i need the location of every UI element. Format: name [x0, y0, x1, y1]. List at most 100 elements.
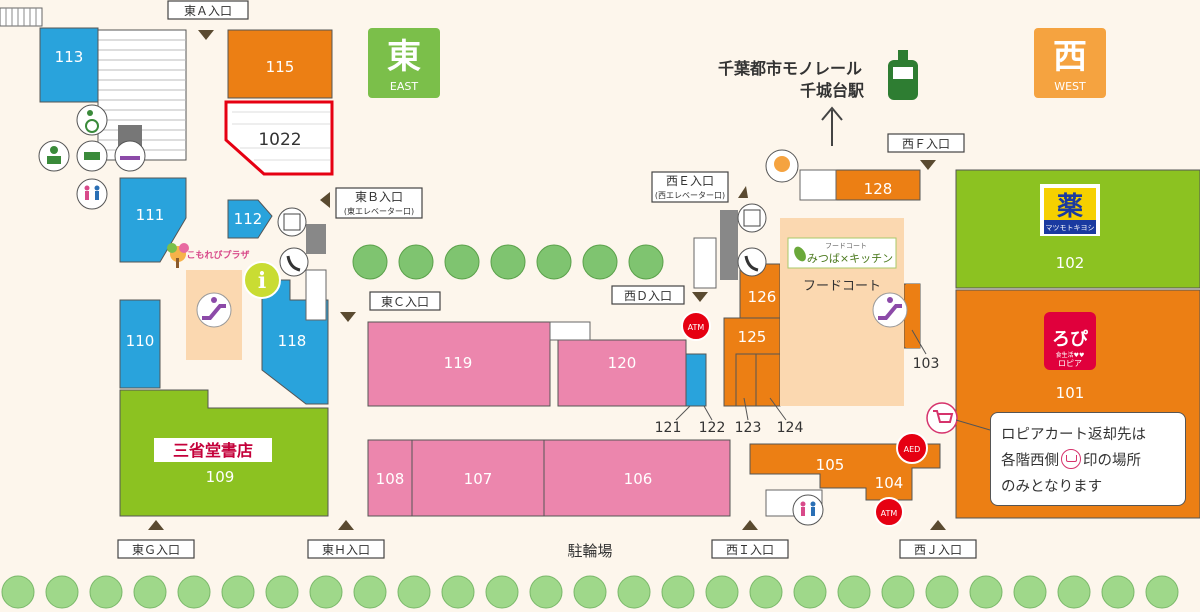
unit-120[interactable] [557, 339, 687, 407]
label-125: 125 [738, 328, 767, 346]
unit-111[interactable] [119, 177, 187, 263]
bookstore-name: 三省堂書店 [173, 441, 253, 460]
entrance-g[interactable]: 東Ｇ入口 [117, 520, 195, 559]
label-107: 107 [464, 470, 493, 488]
svg-text:東: 東 [387, 37, 421, 77]
atm-icon-104: ATM [874, 497, 904, 527]
svg-text:西Ｅ入口: 西Ｅ入口 [666, 174, 714, 188]
stair-bar-e [720, 210, 738, 280]
entrance-a[interactable]: 東Ａ入口 [167, 0, 249, 40]
unit-113[interactable] [39, 27, 99, 103]
entrance-c[interactable]: 東Ｃ入口 [340, 291, 441, 322]
label-101: 101 [1056, 384, 1085, 402]
stairs-128 [799, 169, 837, 201]
stairs-west-e [693, 237, 717, 289]
svg-text:i: i [258, 268, 266, 294]
entrance-f[interactable]: 西Ｆ入口 [887, 133, 965, 170]
label-123: 123 [735, 420, 762, 436]
station-name: 千城台駅 [800, 81, 865, 100]
restroom-icon [76, 178, 108, 210]
elevator-icon-west [737, 203, 767, 233]
note-line-3: のみとなります [1001, 479, 1103, 495]
entrance-e[interactable]: 西Ｅ入口 (西エレベーター口) [651, 171, 748, 203]
entrance-j[interactable]: 西Ｊ入口 [899, 520, 977, 559]
plaza-name: こもれびプラザ [186, 249, 249, 261]
label-119: 119 [444, 354, 473, 372]
label-124: 124 [777, 420, 804, 436]
label-104: 104 [875, 474, 904, 492]
label-106: 106 [624, 470, 653, 488]
stair-bar-103 [906, 284, 920, 348]
matsumoto-kiyoshi-logo: 薬 マツモトキヨシ [1040, 184, 1100, 236]
svg-text:西: 西 [1053, 37, 1087, 77]
label-113: 113 [55, 48, 84, 66]
label-112: 112 [234, 210, 263, 228]
west-badge: 西 WEST [1034, 28, 1106, 98]
station-arrow [821, 106, 843, 146]
tree-row-bottom [1, 575, 1179, 609]
stair-bar-b [306, 224, 326, 254]
bookstore-sign [154, 438, 272, 462]
tree-logo-icon [167, 243, 189, 268]
label-115: 115 [266, 58, 295, 76]
label-102: 102 [1056, 254, 1085, 272]
unit-123[interactable] [735, 353, 757, 407]
nursing-icon [38, 140, 70, 172]
entrance-h[interactable]: 東Ｈ入口 [307, 520, 385, 559]
svg-text:EAST: EAST [390, 80, 418, 93]
unit-112[interactable] [227, 199, 273, 239]
unit-1022-stripes [232, 111, 330, 161]
svg-text:西Ｉ入口: 西Ｉ入口 [726, 543, 774, 557]
svg-text:WEST: WEST [1054, 80, 1086, 93]
accessible-toilet-icon [76, 104, 108, 136]
label-105: 105 [816, 456, 845, 474]
label-1022: 1022 [258, 130, 301, 150]
svg-text:ATM: ATM [881, 509, 898, 518]
phone-icon-west [737, 247, 767, 277]
svg-text:AED: AED [904, 445, 921, 454]
unit-1022[interactable] [224, 100, 334, 176]
label-126: 126 [748, 288, 777, 306]
lopia-logo: ろぴ 食生活♥♥ ロピア [1044, 312, 1096, 370]
bicycle-parking-label: 駐輪場 [567, 542, 612, 560]
unit-105[interactable] [749, 443, 941, 501]
foodcourt-brand: みつば×キッチン [807, 252, 893, 265]
east-badge: 東 EAST [368, 28, 440, 98]
unit-106[interactable] [543, 439, 731, 517]
info-icon[interactable]: i [243, 261, 281, 299]
label-103: 103 [913, 356, 940, 372]
foodcourt-label: フードコート [803, 279, 881, 294]
cart-note-leader [955, 419, 991, 431]
unit-124[interactable] [755, 353, 781, 407]
restroom-icon-west [792, 494, 824, 526]
entrance-i[interactable]: 西Ｉ入口 [711, 520, 789, 559]
svg-text:(東エレベーター口): (東エレベーター口) [344, 206, 414, 216]
svg-text:東Ａ入口: 東Ａ入口 [184, 4, 232, 18]
svg-text:ろぴ: ろぴ [1052, 329, 1088, 350]
svg-text:東Ｃ入口: 東Ｃ入口 [381, 295, 429, 309]
unit-121[interactable] [685, 353, 707, 407]
label-122: 122 [699, 420, 726, 436]
escalator-block-north [97, 29, 187, 161]
leaf-icon [794, 246, 806, 262]
unit-119[interactable] [367, 321, 551, 407]
entrance-d[interactable]: 西Ｄ入口 [611, 285, 708, 305]
label-108: 108 [376, 470, 405, 488]
svg-text:マツモトキヨシ: マツモトキヨシ [1046, 224, 1095, 232]
unit-115[interactable] [227, 29, 333, 99]
escalator-icon-foodcourt [872, 292, 908, 328]
smoking-area-icon [114, 140, 146, 172]
unit-110[interactable] [119, 299, 161, 389]
svg-text:西Ｊ入口: 西Ｊ入口 [914, 543, 962, 557]
baby-changing-icon [76, 140, 108, 172]
cart-return-icon [926, 402, 958, 434]
tree-row-middle [352, 244, 664, 280]
entrance-b[interactable]: 東Ｂ入口 (東エレベーター口) [320, 187, 423, 219]
stairs-120 [549, 321, 591, 341]
customer-service-icon [765, 149, 799, 183]
label-120: 120 [608, 354, 637, 372]
svg-text:西Ｄ入口: 西Ｄ入口 [624, 289, 672, 303]
cart-inline-icon [1061, 449, 1081, 469]
atm-icon-120: ATM [681, 311, 711, 341]
